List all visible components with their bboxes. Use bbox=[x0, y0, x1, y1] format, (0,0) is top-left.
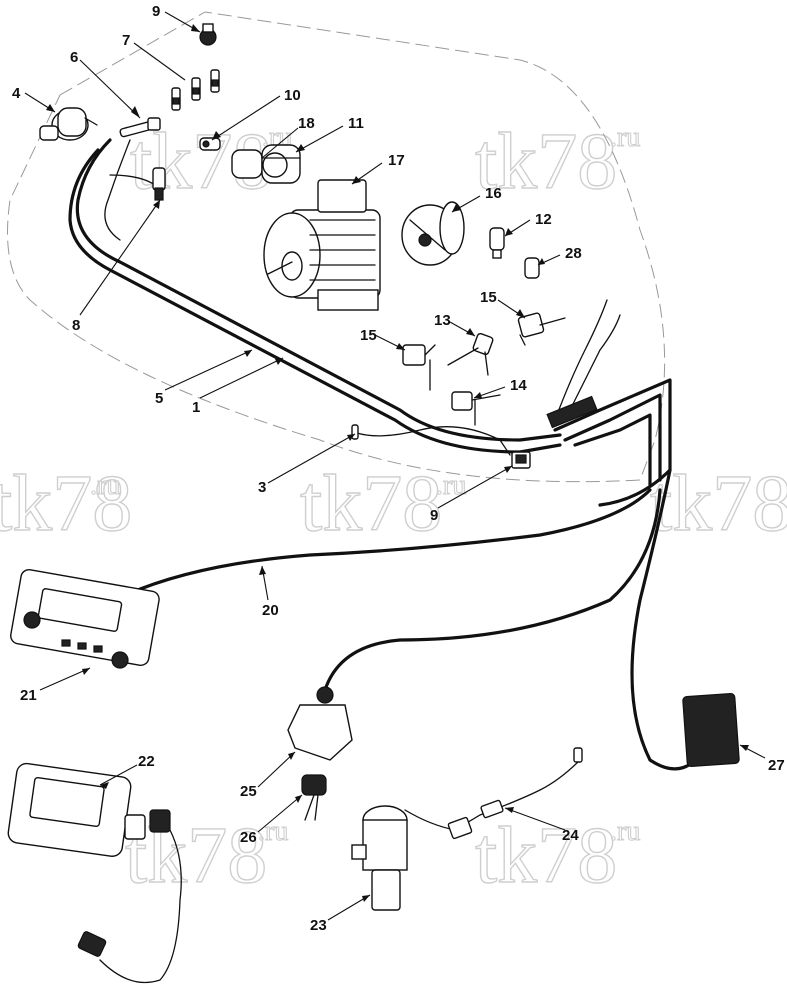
callout-15-right: 15 bbox=[480, 289, 497, 306]
arrowhead bbox=[352, 176, 361, 184]
callout-17: 17 bbox=[388, 152, 405, 169]
arrowhead bbox=[347, 434, 355, 441]
arrowhead bbox=[740, 745, 749, 751]
callout-28: 28 bbox=[565, 245, 582, 262]
callout-22: 22 bbox=[138, 753, 155, 770]
sensor-wires bbox=[554, 299, 621, 421]
motor-17 bbox=[263, 179, 381, 311]
watermark-suffix: .ru bbox=[610, 816, 640, 847]
control-panel-21 bbox=[10, 568, 160, 669]
callouts: 9 7 6 4 10 18 11 17 16 12 28 15 15 13 14… bbox=[12, 3, 785, 934]
valve-13 bbox=[447, 332, 494, 376]
watermark-suffix: .ru bbox=[610, 122, 640, 153]
callout-13: 13 bbox=[434, 312, 451, 329]
arrowhead bbox=[131, 106, 140, 118]
sensor-10 bbox=[199, 137, 221, 151]
callout-23: 23 bbox=[310, 917, 327, 934]
callout-8: 8 bbox=[72, 317, 80, 334]
callout-7: 7 bbox=[122, 32, 130, 49]
watermark-suffix: .ru bbox=[90, 470, 120, 501]
callout-18: 18 bbox=[298, 115, 315, 132]
arrowhead bbox=[153, 200, 160, 209]
arrowhead bbox=[505, 807, 514, 813]
watermark-text: tk78 bbox=[125, 812, 267, 900]
cable-to-25 bbox=[323, 488, 662, 692]
watermark-suffix: .ru bbox=[258, 816, 288, 847]
watermark-text: tk78 bbox=[475, 118, 617, 206]
watermark-text: tk78 bbox=[300, 460, 442, 548]
sensor-9-top bbox=[199, 23, 217, 46]
watermark-group: tk78 .ru tk78 .ru tk78 .ru tk78 .ru tk78… bbox=[0, 117, 787, 900]
cable-to-27 bbox=[630, 468, 702, 771]
arrowhead bbox=[452, 204, 461, 212]
arrowhead bbox=[504, 466, 512, 473]
callout-27: 27 bbox=[768, 757, 785, 774]
callout-11: 11 bbox=[348, 115, 364, 132]
callout-24: 24 bbox=[562, 827, 579, 844]
valve-15-right bbox=[517, 312, 566, 346]
callout-6: 6 bbox=[70, 49, 78, 66]
valve-15-left bbox=[402, 344, 436, 391]
arrowhead bbox=[100, 782, 109, 789]
leader-lines bbox=[24, 11, 766, 921]
arrowhead bbox=[295, 795, 302, 803]
arrowhead bbox=[244, 350, 252, 357]
sensor-28 bbox=[524, 257, 540, 279]
connector-26 bbox=[301, 774, 327, 821]
starter-11-18 bbox=[231, 144, 301, 184]
cable-20 bbox=[103, 488, 652, 607]
callout-20: 20 bbox=[262, 602, 279, 619]
arrowhead bbox=[275, 358, 283, 365]
arrowhead bbox=[82, 668, 90, 675]
callout-3: 3 bbox=[258, 479, 266, 496]
sensor-8 bbox=[152, 167, 166, 201]
callout-21: 21 bbox=[20, 687, 37, 704]
callout-14: 14 bbox=[510, 377, 527, 394]
arrowhead bbox=[362, 895, 370, 902]
watermark-suffix: .ru bbox=[436, 470, 466, 501]
pump-23 bbox=[351, 805, 408, 911]
module-27 bbox=[682, 692, 740, 768]
wire-3 bbox=[356, 426, 511, 456]
callout-16: 16 bbox=[485, 185, 502, 202]
callout-26: 26 bbox=[240, 829, 257, 846]
fuses-7 bbox=[171, 69, 220, 111]
callout-15-left: 15 bbox=[360, 327, 377, 344]
callout-4: 4 bbox=[12, 85, 21, 102]
callout-10: 10 bbox=[284, 87, 301, 104]
arrowhead bbox=[259, 566, 266, 575]
alternator-16 bbox=[401, 201, 465, 266]
arrowhead bbox=[516, 309, 525, 318]
arrowhead bbox=[212, 131, 221, 140]
switch-9-lower bbox=[511, 451, 531, 469]
watermark-text: tk78 bbox=[475, 812, 617, 900]
arrowhead bbox=[288, 752, 295, 760]
arrowhead bbox=[505, 228, 513, 236]
callout-25: 25 bbox=[240, 783, 257, 800]
pigtail-24 bbox=[404, 747, 583, 840]
callout-9-lower: 9 bbox=[430, 507, 438, 524]
sensor-6 bbox=[119, 117, 161, 138]
watermark-text: tk78 bbox=[0, 460, 132, 548]
callout-12: 12 bbox=[535, 211, 552, 228]
display-22 bbox=[7, 762, 182, 984]
arrowhead bbox=[466, 328, 475, 336]
valve-14 bbox=[451, 391, 501, 426]
main-harness bbox=[68, 138, 562, 454]
connector-block bbox=[546, 378, 672, 507]
watermark-text: tk78 bbox=[650, 460, 787, 548]
callout-5: 5 bbox=[155, 390, 163, 407]
arrowhead bbox=[46, 104, 55, 112]
solenoid-4 bbox=[39, 107, 98, 141]
arrowhead bbox=[538, 258, 545, 265]
junction-25 bbox=[287, 686, 353, 761]
arrowhead bbox=[474, 392, 482, 398]
arrowhead bbox=[396, 343, 405, 350]
callout-1: 1 bbox=[192, 399, 200, 416]
arrowhead bbox=[191, 24, 200, 32]
sensor-12 bbox=[489, 227, 505, 259]
callout-9-top: 9 bbox=[152, 3, 160, 20]
arrowhead bbox=[296, 144, 305, 152]
